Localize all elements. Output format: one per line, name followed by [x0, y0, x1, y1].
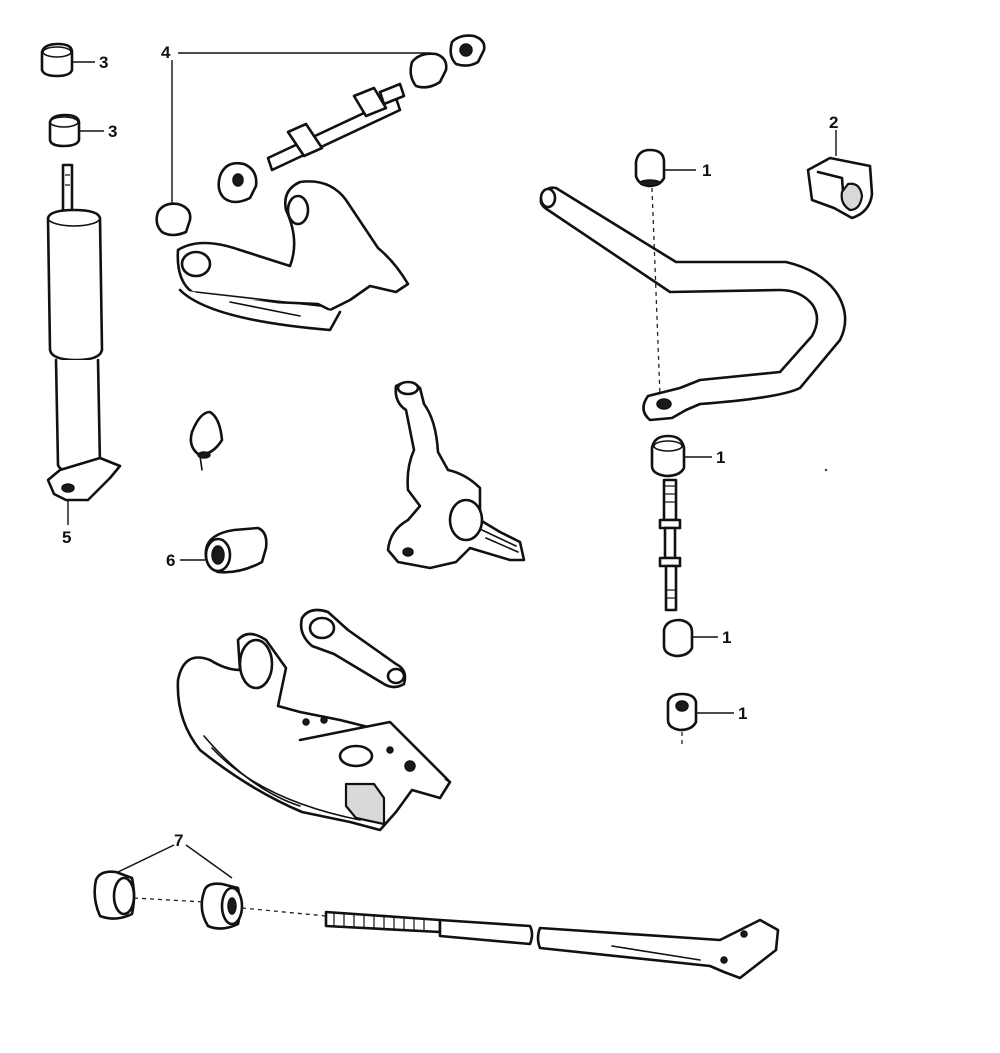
- lower-control-arm: [176, 632, 452, 832]
- bracket-bush-part-2: [806, 130, 874, 220]
- callout-1-bottom: 1: [738, 704, 747, 723]
- callout-2: 2: [829, 113, 838, 132]
- stabilizer-link-assembly: [634, 148, 734, 748]
- callout-1-middle: 1: [716, 448, 725, 467]
- callout-3-lower: 3: [108, 122, 117, 141]
- callout-6: 6: [166, 551, 175, 570]
- bump-stop: [189, 410, 224, 471]
- steering-knuckle: [386, 380, 526, 570]
- shock-absorber: [46, 163, 122, 525]
- callout-3-upper: 3: [99, 53, 108, 72]
- stabilizer-bar: [539, 186, 847, 422]
- upper-control-arm-assembly: [155, 34, 486, 332]
- callout-4: 4: [161, 43, 171, 62]
- strut-rod-assembly: [93, 844, 780, 980]
- callout-1-lower: 1: [722, 628, 731, 647]
- bush-part-6: [180, 526, 268, 574]
- speck: [824, 468, 828, 472]
- callout-5: 5: [62, 528, 71, 547]
- bush-part-3-lower: [48, 113, 104, 148]
- bush-part-3-upper: [40, 42, 95, 78]
- idler-arm: [299, 608, 407, 689]
- callout-7: 7: [174, 831, 183, 850]
- thread-marks: [333, 912, 425, 932]
- callout-1-top: 1: [702, 161, 711, 180]
